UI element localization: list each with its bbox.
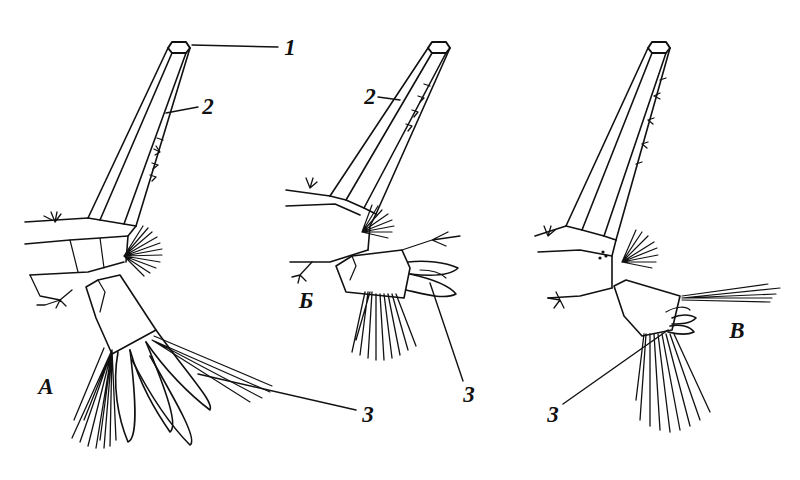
callout-number: 2 (364, 85, 376, 108)
figure-letter: В (729, 319, 744, 342)
leader-line (166, 107, 198, 113)
leader-line (430, 283, 463, 381)
leader-line (563, 330, 668, 404)
callout-number: 3 (362, 403, 374, 426)
callout-number: 3 (463, 383, 475, 406)
leader-lines (166, 45, 668, 410)
leader-line (192, 45, 278, 47)
larva-b (286, 42, 460, 360)
figure-letter: A (38, 375, 53, 398)
figure-letter: Б (299, 289, 314, 312)
callout-number: 2 (202, 95, 214, 118)
callout-number: 3 (547, 403, 559, 426)
larva-c (535, 42, 780, 432)
leader-line (198, 374, 356, 410)
leader-line (378, 97, 400, 100)
larva-a (25, 42, 272, 448)
callout-number: 1 (284, 36, 296, 59)
